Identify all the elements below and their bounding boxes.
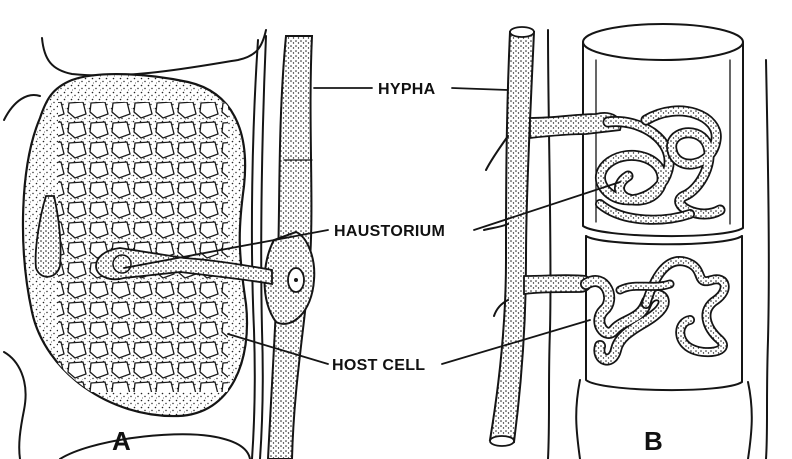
wall-line-2 (260, 36, 266, 459)
panel-a-drawing (4, 30, 314, 459)
b-wall-left (548, 30, 551, 459)
bottom-cell-walls (576, 380, 752, 459)
hypha-leader-right (452, 88, 508, 90)
panel-a-label: A (112, 426, 131, 456)
panel-b-drawing (484, 24, 769, 459)
upper-left-wall (4, 95, 40, 120)
wall-line-1 (252, 40, 258, 459)
upper-wall (42, 30, 266, 75)
host-cell-label: HOST CELL (332, 357, 425, 374)
hypha-b-twig-1 (486, 136, 508, 170)
lower-wall (60, 434, 250, 459)
hypha-label: HYPHA (378, 81, 436, 98)
haustorium-label: HAUSTORIUM (334, 223, 445, 240)
hypha-b (490, 32, 534, 442)
haustorium-a-nucleus (113, 255, 131, 273)
panel-b-label: B (644, 426, 663, 456)
haustorium-coil-lower (586, 261, 725, 360)
lower-cell-top (586, 236, 742, 244)
lower-left-wall (4, 352, 26, 459)
vacuole-network (58, 102, 228, 392)
upper-cell-top (583, 24, 743, 60)
b-wall-right (766, 60, 769, 459)
